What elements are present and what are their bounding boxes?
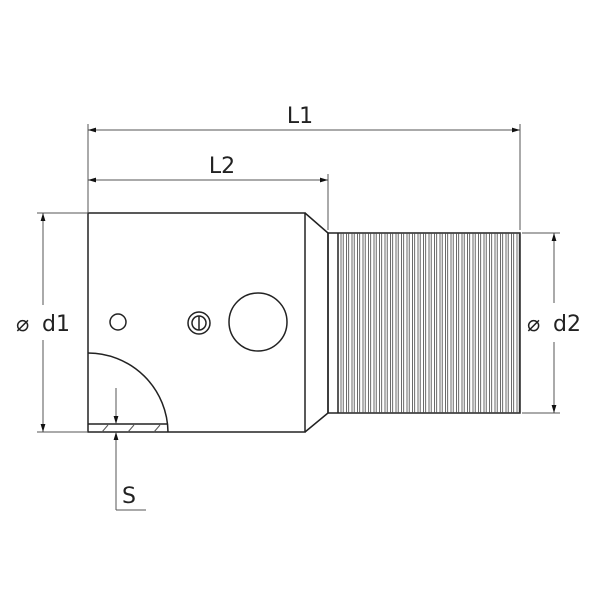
- dimension-L2: L2: [88, 154, 329, 230]
- dimension-d1: ⌀ d1: [16, 212, 88, 433]
- label-S: S: [122, 484, 136, 509]
- body: [87, 212, 329, 433]
- hatched-strip: [88, 423, 168, 433]
- label-L2: L2: [209, 154, 235, 179]
- dimension-L1: L1: [87, 104, 521, 230]
- screw: [187, 311, 211, 335]
- large-hole: [228, 292, 288, 352]
- label-L1: L1: [287, 104, 313, 129]
- thread: [327, 232, 521, 414]
- cutout-arc: [87, 352, 169, 433]
- label-d1: d1: [42, 312, 70, 337]
- diameter-symbol-d2: ⌀: [527, 312, 540, 337]
- label-d2: d2: [553, 312, 581, 337]
- dimension-d2: ⌀ d2: [522, 232, 581, 414]
- small-hole: [109, 313, 127, 331]
- dimension-S: S: [113, 388, 146, 511]
- diameter-symbol-d1: ⌀: [16, 312, 29, 337]
